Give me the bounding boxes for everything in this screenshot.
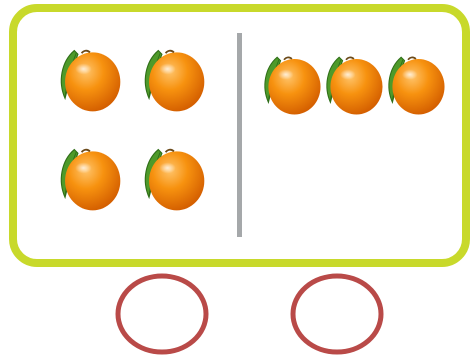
answer-circle-left[interactable]	[118, 276, 206, 352]
right-group	[265, 57, 445, 114]
divider-line	[237, 33, 242, 237]
answer-circle-right[interactable]	[293, 276, 381, 352]
